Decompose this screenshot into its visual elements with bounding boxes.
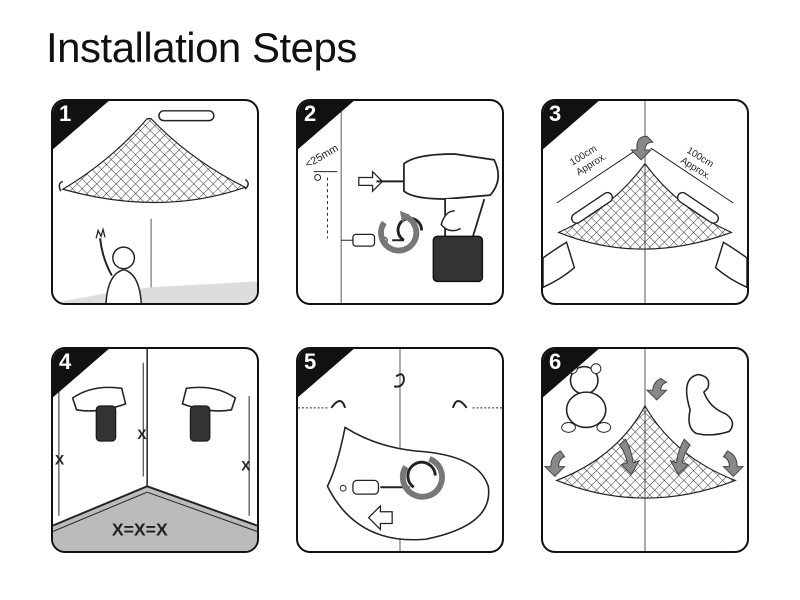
step-6-badge: 6 [543, 349, 601, 399]
equal-spacing-label: X=X=X [112, 519, 168, 539]
corner-arrow-left-icon [543, 450, 566, 478]
corner-arrow-right-icon [722, 450, 745, 478]
step-3-illustration: 100cmApprox. 100cmApprox. [543, 101, 747, 303]
step-2-illustration: <25mm [303, 101, 500, 303]
step-3-panel: 100cmApprox. 100cmApprox. 3 [541, 99, 749, 305]
hook-left-icon [330, 400, 347, 409]
x-mark-left: X [55, 453, 65, 468]
hook-right-icon [452, 400, 468, 409]
left-arrow-icon [367, 504, 393, 531]
step-6-illustration [543, 349, 745, 551]
step-1-illustration [53, 110, 257, 303]
wall-plug-icon [352, 233, 376, 247]
step-1-panel: 1 [51, 99, 259, 305]
rotate-arrow-icon [399, 456, 445, 500]
hook-icon [406, 460, 437, 489]
down-arrow-icon [645, 377, 668, 401]
toy-drop-arrow-left-icon [618, 438, 641, 476]
step-5-panel: 5 [296, 347, 504, 553]
step-4-badge: 4 [53, 349, 111, 399]
step-2-panel: <25mm 2 [296, 99, 504, 305]
step-number: 1 [59, 101, 72, 126]
page-title: Installation Steps [46, 24, 357, 71]
drill-left-icon [71, 386, 127, 412]
right-distance-label: 100cmApprox. [678, 145, 719, 182]
person-head [112, 246, 136, 270]
net-shape [61, 118, 247, 204]
rotate-arrow-icon [378, 214, 420, 254]
step-number: 2 [304, 101, 317, 126]
detail-callout [326, 426, 490, 541]
step-3-badge: 3 [543, 101, 601, 151]
right-hand-icon [714, 241, 747, 289]
step-number: 5 [304, 349, 317, 374]
step-4-panel: X X X X=X=X 4 [51, 347, 259, 553]
step-1-badge: 1 [53, 101, 111, 151]
floor-area [53, 486, 257, 551]
step-4-illustration: X X X X=X=X [53, 349, 257, 551]
step-number: 3 [549, 101, 562, 126]
step-number: 4 [59, 349, 72, 374]
x-mark-right: X [241, 459, 251, 474]
toy-drop-arrow-right-icon [669, 438, 691, 476]
x-mark-middle: X [137, 427, 147, 442]
step-5-illustration [298, 349, 502, 551]
step-number: 6 [549, 349, 562, 374]
drill-right-icon [181, 386, 237, 412]
left-distance-label: 100cmApprox. [568, 141, 609, 178]
drill-icon [403, 153, 500, 200]
step-2-badge: 2 [298, 101, 356, 151]
wall-plug-icon [352, 479, 380, 495]
dinosaur-toy-icon [685, 373, 734, 436]
hook-top-icon [393, 373, 405, 388]
direction-arrow-icon [358, 170, 384, 193]
left-hand-icon [543, 241, 576, 289]
step-6-panel: 6 [541, 347, 749, 553]
step-5-badge: 5 [298, 349, 356, 399]
down-arrow-icon [630, 135, 655, 161]
